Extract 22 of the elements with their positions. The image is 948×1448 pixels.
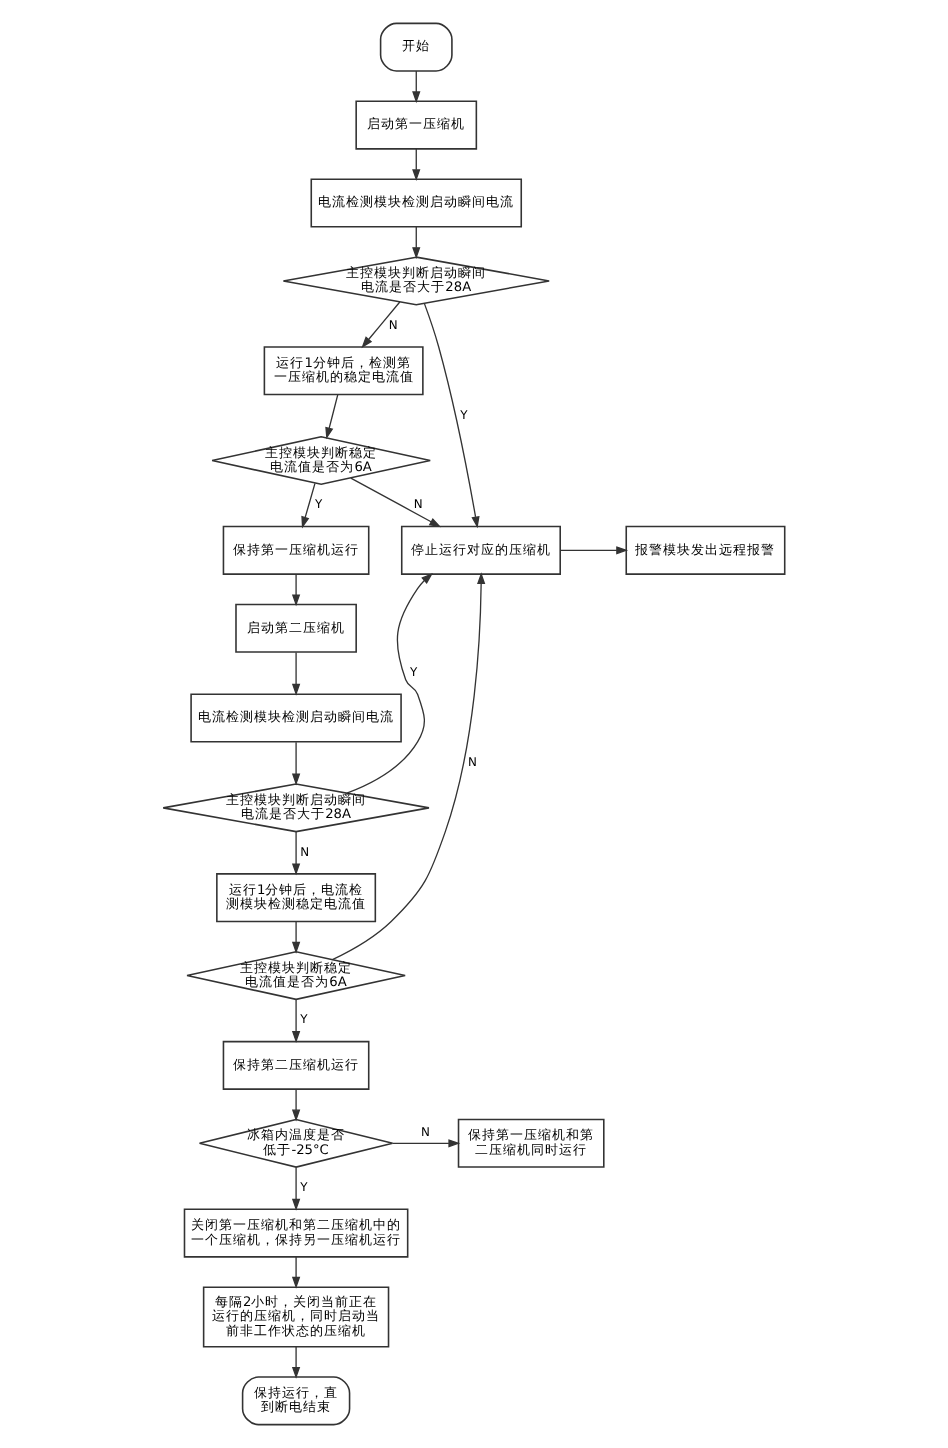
- arrow: [412, 226, 421, 260]
- arrow: [291, 1088, 301, 1122]
- arrow: [301, 482, 316, 529]
- arrow: [350, 477, 442, 528]
- arrow: [392, 1139, 461, 1148]
- arrow: [291, 831, 301, 876]
- arrow: [412, 70, 421, 104]
- arrow: [325, 394, 339, 440]
- arrow: [559, 546, 629, 555]
- arrow: [361, 301, 401, 349]
- arrow: [291, 1256, 301, 1289]
- arrow: [291, 1166, 301, 1211]
- arrow: [291, 999, 301, 1043]
- arrow: [291, 651, 301, 696]
- arrow: [331, 572, 486, 961]
- arrow: [423, 302, 480, 529]
- arrow: [291, 1346, 301, 1379]
- arrow: [346, 572, 433, 794]
- arrow: [291, 573, 301, 607]
- arrow: [291, 920, 301, 954]
- arrow: [291, 741, 301, 786]
- arrow: [412, 148, 421, 182]
